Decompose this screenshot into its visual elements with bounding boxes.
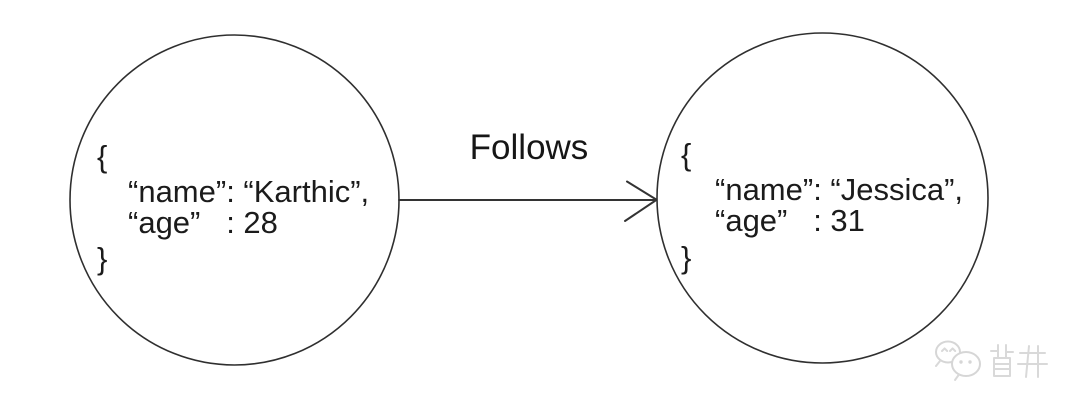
watermark-text-glyphs bbox=[990, 344, 1048, 378]
node-jessica-brace-open: { bbox=[681, 137, 691, 172]
jing-left-vertical bbox=[1025, 345, 1030, 378]
edge-follows: Follows bbox=[398, 128, 661, 222]
wechat-back-bubble-eye-right bbox=[949, 347, 957, 352]
node-karthic: { “name”: “Karthic”, “age” : 28 } bbox=[69, 34, 400, 366]
wechat-front-bubble-eye-left bbox=[959, 360, 963, 364]
wechat-back-bubble-eye-left bbox=[941, 347, 949, 352]
wechat-front-bubble bbox=[951, 351, 981, 377]
wechat-back-bubble-tail bbox=[935, 360, 941, 367]
node-jessica-name-line: “name”: “Jessica”, bbox=[715, 172, 963, 207]
edge-arrowhead-upper-barb bbox=[626, 180, 658, 201]
node-jessica-age-line: “age” : 31 bbox=[715, 203, 865, 238]
wechat-front-bubble-tail bbox=[954, 373, 960, 381]
node-jessica-brace-close: } bbox=[681, 240, 691, 275]
node-karthic-brace-close: } bbox=[97, 241, 107, 276]
node-karthic-name-line: “name”: “Karthic”, bbox=[128, 174, 369, 209]
node-karthic-brace-open: { bbox=[97, 139, 107, 174]
edge-follows-label: Follows bbox=[470, 128, 589, 167]
wechat-chat-bubbles-icon bbox=[935, 340, 981, 381]
node-jessica-circle bbox=[656, 32, 989, 364]
node-karthic-age-line: “age” : 28 bbox=[128, 205, 278, 240]
edge-arrowhead-lower-barb bbox=[624, 196, 661, 222]
watermark: 背井 bbox=[935, 340, 1048, 381]
wechat-front-bubble-eye-right bbox=[968, 360, 972, 364]
node-jessica: { “name”: “Jessica”, “age” : 31 } bbox=[656, 32, 989, 364]
